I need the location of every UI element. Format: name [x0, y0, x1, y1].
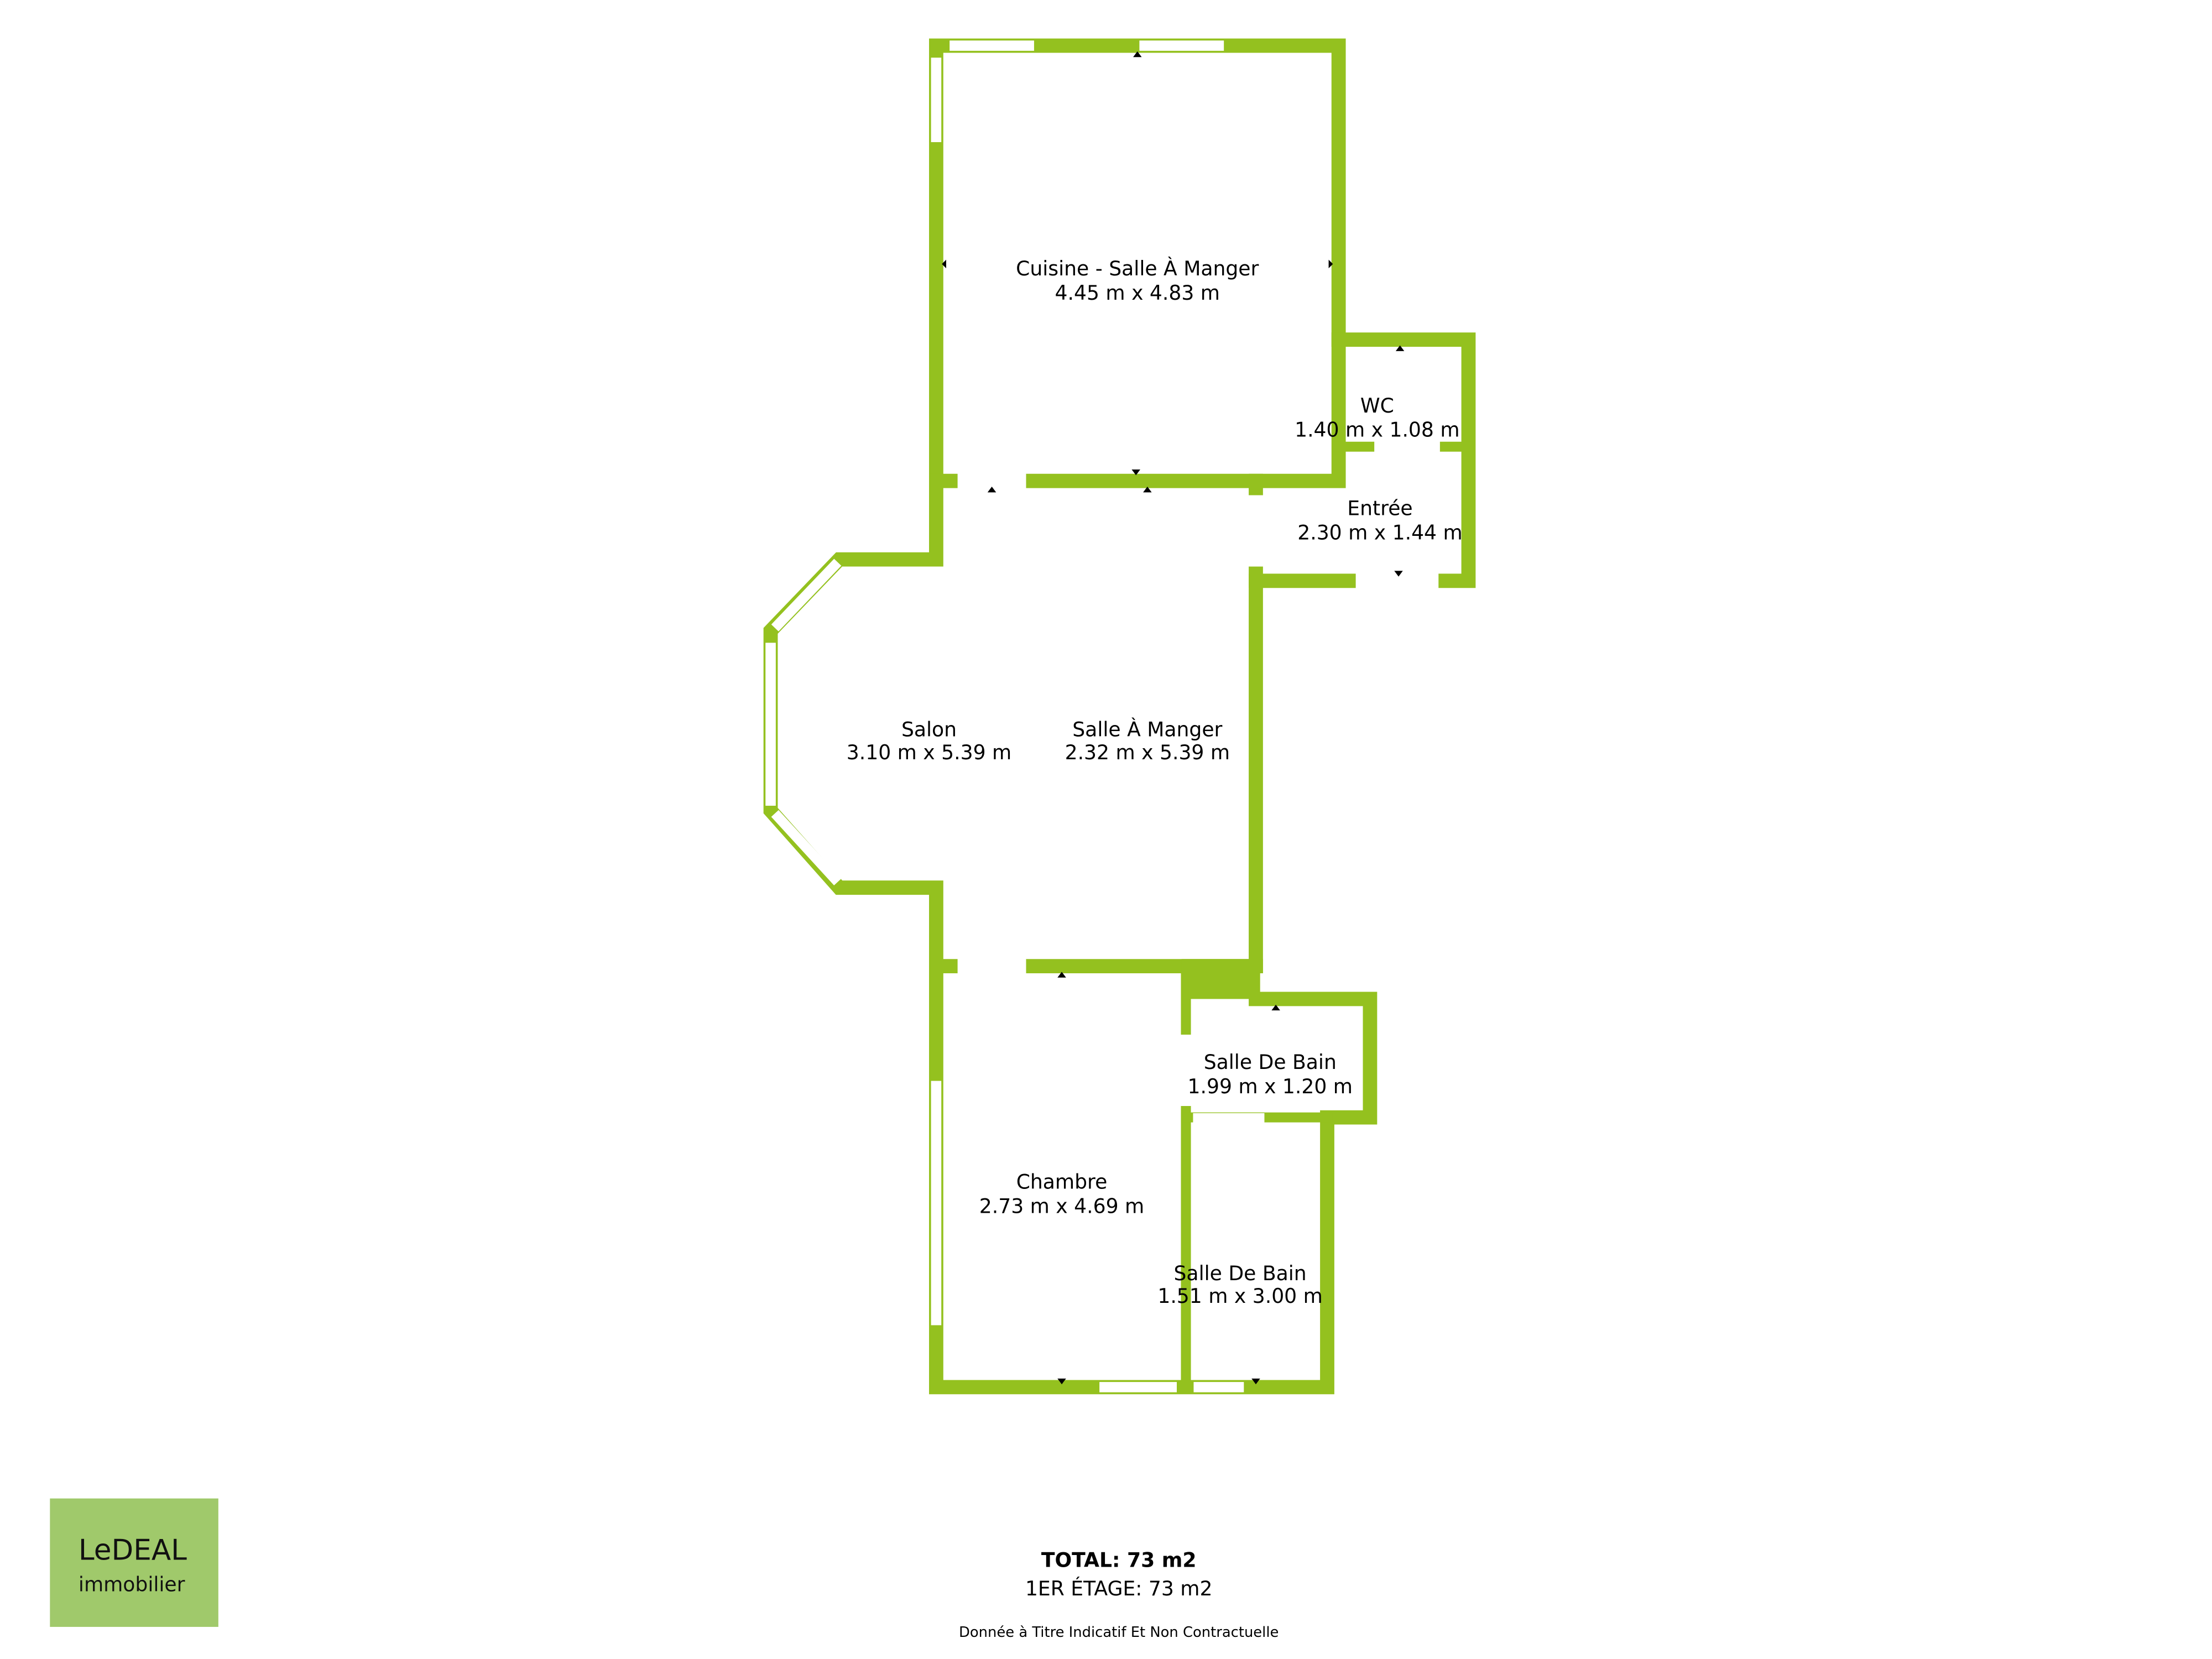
- total-area: TOTAL: 73 m2: [1041, 1548, 1197, 1572]
- room-name: Salle À Manger: [1072, 718, 1222, 742]
- disclaimer: Donnée à Titre Indicatif Et Non Contract…: [959, 1624, 1279, 1641]
- doors: [957, 439, 1440, 1125]
- room-name: Chambre: [1016, 1170, 1108, 1194]
- room-cuisine: Cuisine - Salle À Manger 4.45 m x 4.83 m: [1016, 257, 1259, 305]
- room-salle-de-bain-2: Salle De Bain 1.51 m x 3.00 m: [1157, 1261, 1322, 1308]
- room-dims: 2.73 m x 4.69 m: [979, 1194, 1144, 1218]
- room-dims: 4.45 m x 4.83 m: [1055, 281, 1220, 305]
- room-name: WC: [1360, 394, 1394, 418]
- summary: TOTAL: 73 m2 1ER ÉTAGE: 73 m2 Donnée à T…: [959, 1548, 1279, 1641]
- room-dims: 3.10 m x 5.39 m: [847, 740, 1011, 764]
- room-dims: 1.99 m x 1.20 m: [1188, 1074, 1353, 1098]
- room-name: Salon: [901, 718, 957, 742]
- room-name: Salle De Bain: [1204, 1050, 1337, 1074]
- room-dims: 2.32 m x 5.39 m: [1065, 740, 1230, 764]
- room-name: Entrée: [1347, 497, 1412, 520]
- room-name: Cuisine - Salle À Manger: [1016, 257, 1259, 280]
- room-entree: Entrée 2.30 m x 1.44 m: [1297, 497, 1462, 545]
- room-dims: 1.40 m x 1.08 m: [1295, 418, 1459, 442]
- logo-line2: immobilier: [79, 1572, 185, 1596]
- logo: LeDEAL immobilier: [50, 1498, 218, 1627]
- room-salle-a-manger: Salle À Manger 2.32 m x 5.39 m: [1065, 718, 1230, 764]
- room-salon: Salon 3.10 m x 5.39 m: [847, 718, 1011, 764]
- room-labels: Cuisine - Salle À Manger 4.45 m x 4.83 m…: [847, 257, 1463, 1308]
- room-dims: 1.51 m x 3.00 m: [1157, 1284, 1322, 1308]
- windows: [764, 39, 1245, 1394]
- room-name: Salle De Bain: [1174, 1261, 1307, 1285]
- floor-area: 1ER ÉTAGE: 73 m2: [1025, 1577, 1213, 1600]
- dimension-arrows: [942, 51, 1405, 1385]
- logo-line1: LeDEAL: [79, 1534, 187, 1567]
- room-chambre: Chambre 2.73 m x 4.69 m: [979, 1170, 1144, 1218]
- walls: [763, 38, 1476, 1395]
- room-salle-de-bain-1: Salle De Bain 1.99 m x 1.20 m: [1188, 1050, 1353, 1098]
- room-dims: 2.30 m x 1.44 m: [1297, 520, 1462, 544]
- room-wc: WC 1.40 m x 1.08 m: [1295, 394, 1459, 442]
